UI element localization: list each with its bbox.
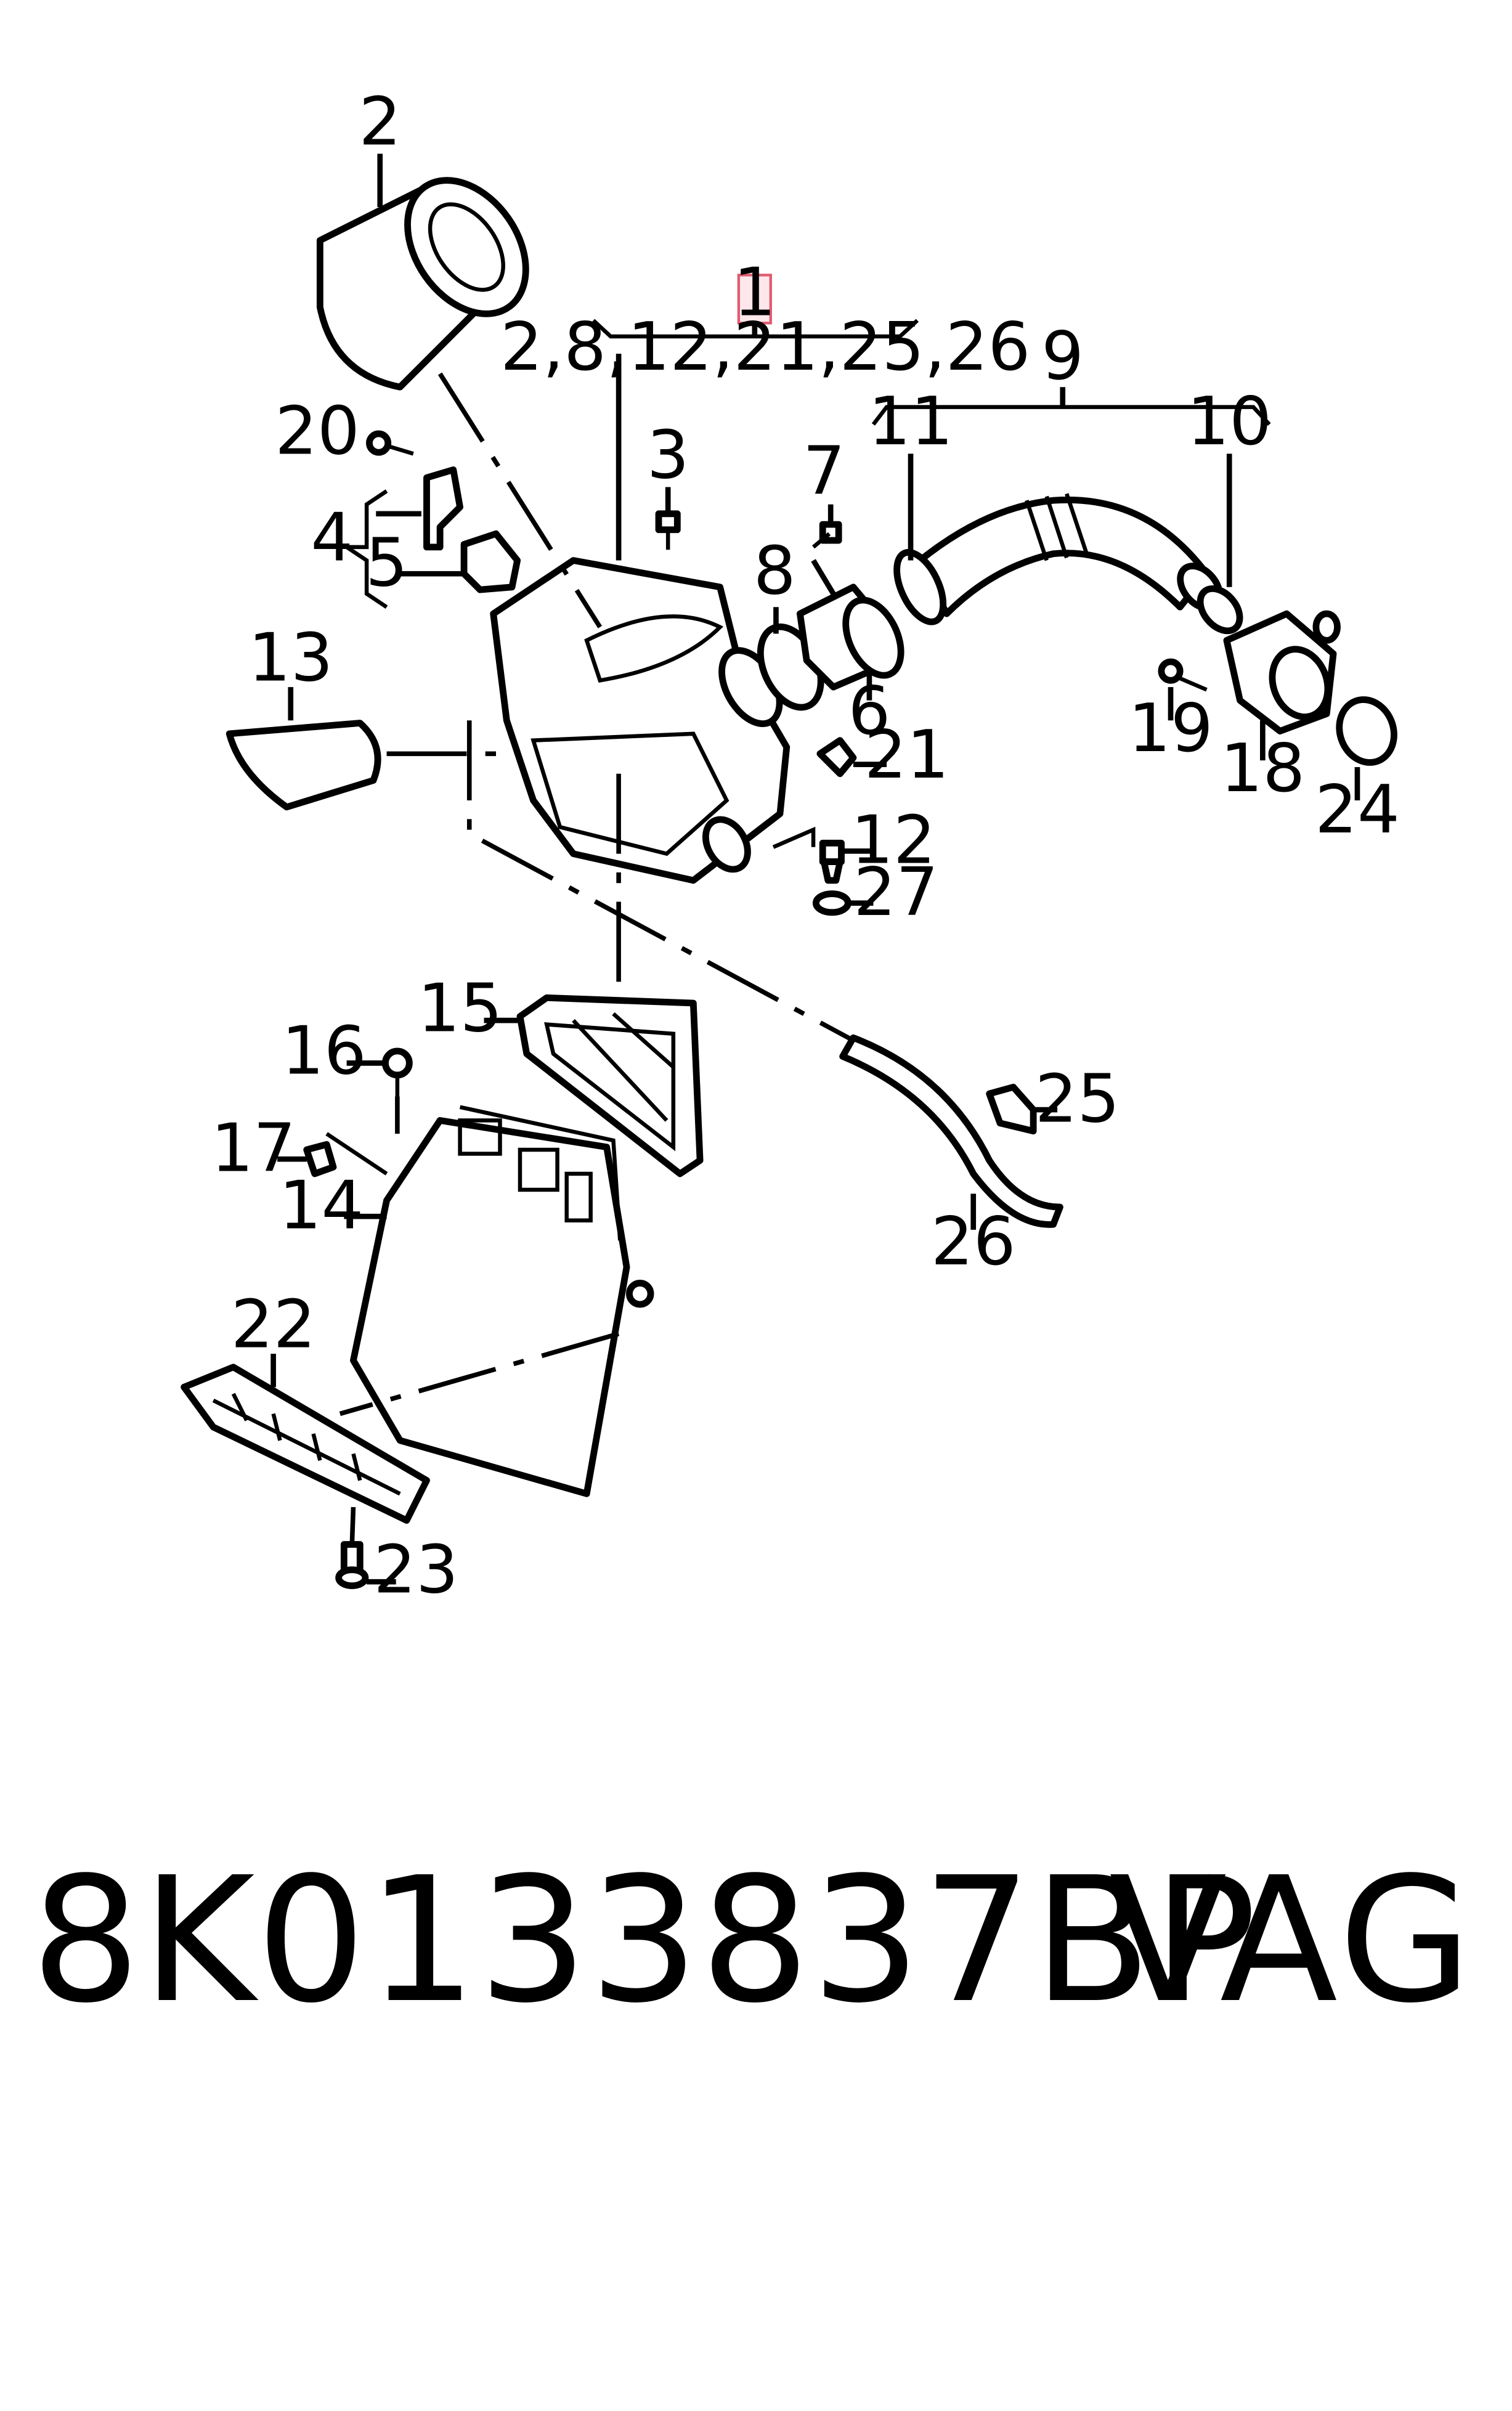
highlight-box (737, 274, 772, 325)
exploded-parts-diagram: 1 2,8,12,21,25,26 2 3 4 5 6 7 8 9 10 11 … (181, 83, 1400, 1608)
screw-3 (655, 487, 681, 550)
callout-27: 27 (853, 853, 938, 931)
callout-labels: 1 2,8,12,21,25,26 2 3 4 5 6 7 8 9 10 11 … (211, 83, 1399, 1608)
callout-24: 24 (1315, 771, 1400, 848)
callout-1-group: 2,8,12,21,25,26 (500, 308, 1030, 386)
hose-and-clip (839, 1034, 1063, 1230)
callout-25: 25 (1035, 1060, 1120, 1138)
callout-18: 18 (1220, 730, 1305, 807)
inlet-grille (484, 994, 704, 1177)
callout-7: 7 (803, 432, 845, 510)
intake-hose (871, 387, 1271, 635)
callout-26: 26 (931, 1203, 1016, 1280)
callout-5: 5 (365, 524, 408, 602)
callout-13: 13 (248, 619, 333, 696)
callout-17: 17 (211, 1110, 296, 1187)
air-mass-meter (757, 504, 904, 711)
callout-22: 22 (231, 1285, 316, 1363)
callout-19: 19 (1128, 689, 1213, 767)
assembly-lines (339, 372, 855, 1545)
callout-11: 11 (868, 383, 953, 460)
air-filter-element (316, 153, 529, 391)
callout-3: 3 (647, 416, 689, 494)
callout-10: 10 (1187, 383, 1272, 460)
callout-15: 15 (418, 969, 503, 1047)
callout-4: 4 (311, 499, 353, 577)
bolt-and-clip (277, 1047, 413, 1177)
bracket-assembly (339, 430, 521, 609)
callout-8: 8 (754, 532, 796, 610)
air-filter-housing (490, 354, 791, 884)
part-number: 8K0133837BP (31, 1840, 1258, 2041)
intake-duct (226, 687, 507, 811)
intake-pipe (344, 1105, 654, 1497)
callout-6: 6 (848, 672, 891, 750)
callout-21: 21 (864, 716, 949, 794)
callout-2: 2 (359, 83, 401, 160)
brand-name: VAG (1109, 1840, 1476, 2041)
connector-pipe (1158, 610, 1397, 801)
callout-9: 9 (1041, 317, 1084, 395)
callout-14: 14 (279, 1167, 364, 1245)
callout-16: 16 (282, 1012, 367, 1090)
callout-12: 12 (851, 802, 936, 879)
callout-23: 23 (373, 1531, 458, 1608)
callout-1: 1 (733, 253, 776, 331)
small-fasteners (772, 737, 887, 916)
footer-caption: 8K0133837BP VAG (0, 1848, 1512, 2033)
lower-grille (181, 1354, 430, 1590)
callout-20: 20 (275, 392, 360, 470)
